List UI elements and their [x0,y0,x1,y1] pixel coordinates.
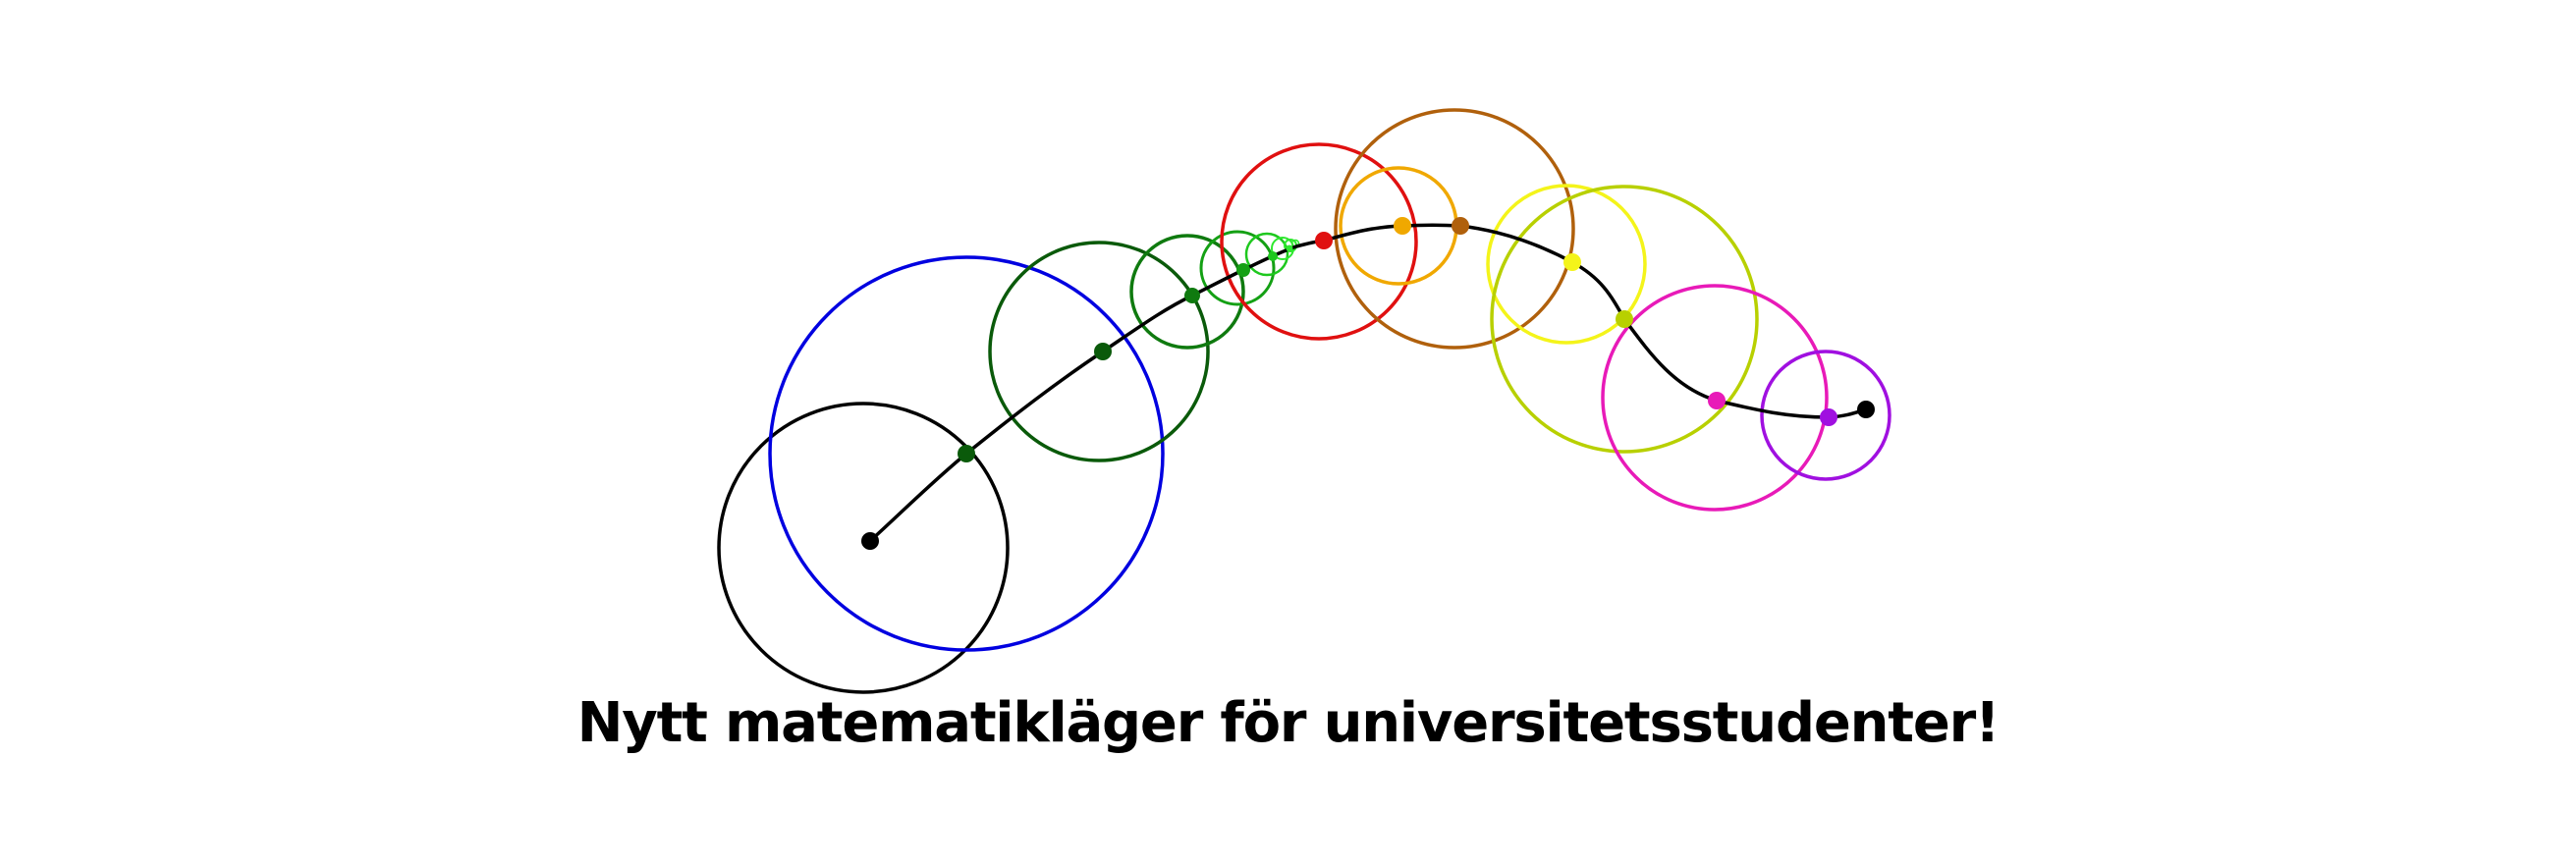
circle-green-small [1199,230,1276,306]
circle-yellow [1486,184,1647,345]
dot-green-1 [1184,288,1200,303]
tagline-heading: Nytt matematikläger för universitetsstud… [576,691,2001,755]
circle-purple [1760,350,1891,481]
circle-magenta [1601,284,1829,512]
circle-black [717,402,1010,694]
logo-curve [868,223,1868,543]
circle-brown [1334,108,1575,350]
circle-blue [768,255,1165,652]
dot-dark-green-1 [958,445,975,462]
dot-brown [1452,217,1469,235]
circle-light-green-small [1244,232,1289,277]
dot-end [1857,401,1875,418]
dot-yellow [1563,253,1581,271]
dot-magenta [1708,392,1726,409]
dot-red [1315,232,1333,249]
dot-orange [1394,217,1411,235]
dot-purple [1820,408,1837,426]
dot-yellow-green [1616,310,1633,328]
dot-green-2 [1236,263,1250,277]
circle-red [1220,142,1418,341]
dot-start [861,532,879,550]
circle-yellow-green [1490,185,1759,454]
dot-lime [1286,244,1293,252]
dot-dark-green-2 [1094,343,1112,360]
dot-light-green [1268,251,1278,261]
circle-green-medium [1129,234,1245,350]
circle-dark-green-large [988,241,1210,462]
